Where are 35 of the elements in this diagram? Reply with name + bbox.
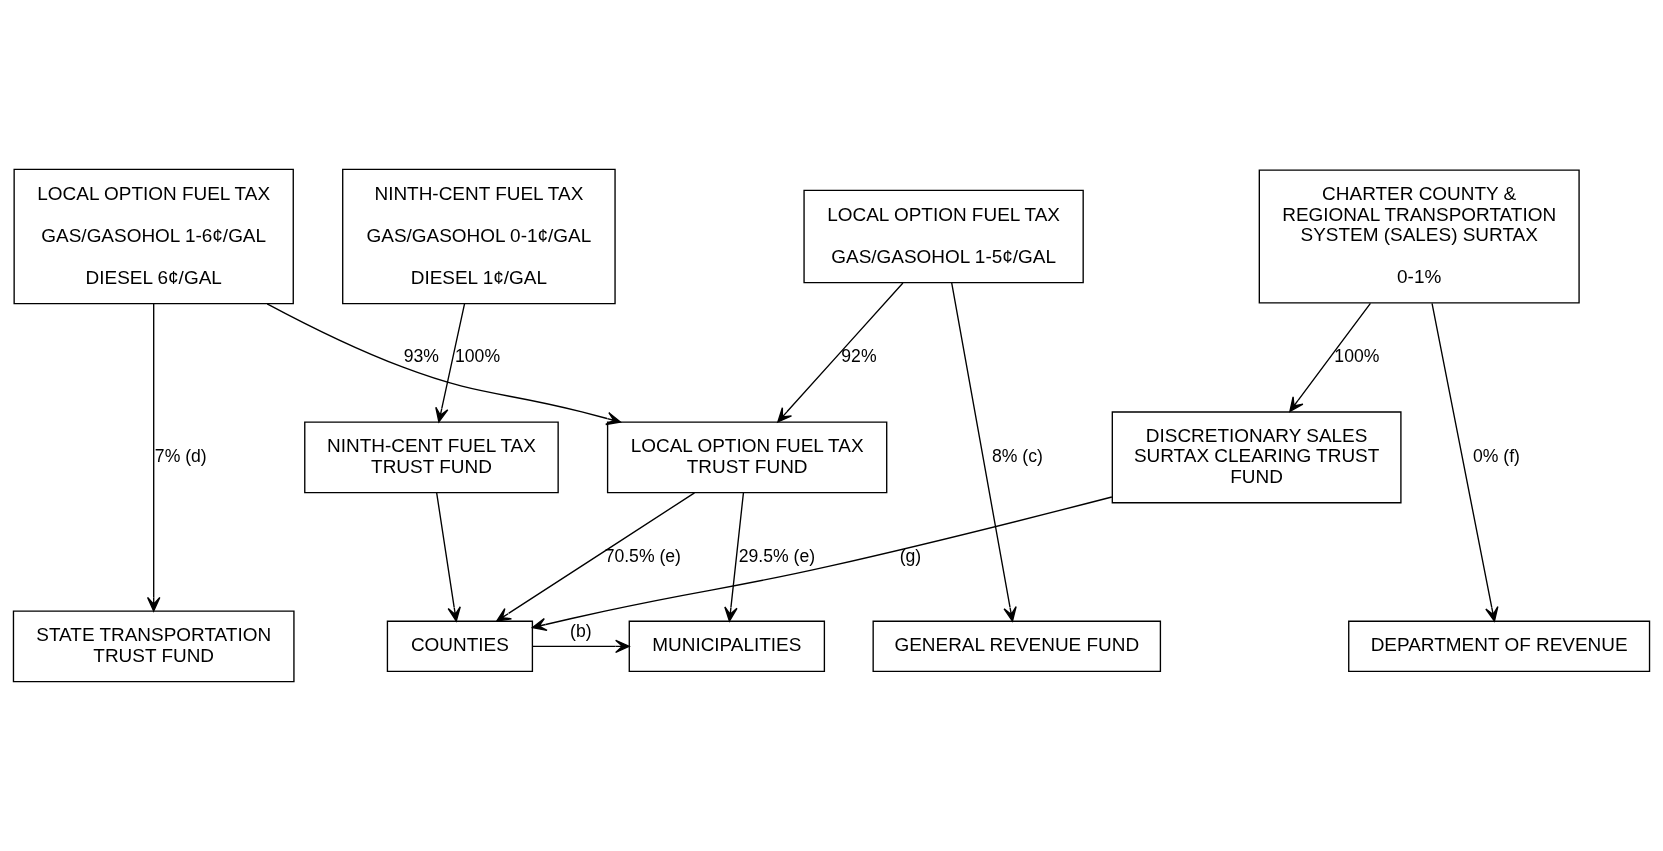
arrow	[950, 281, 1017, 622]
node-box: STATE TRANSPORTATION TRUST FUND	[12, 610, 295, 683]
node-box: NINTH-CENT FUEL TAX GAS/GASOHOL 0-1¢/GAL DIESEL 1¢/GAL	[342, 168, 616, 305]
arrow	[435, 303, 466, 423]
edge-label: 29.5% (e)	[738, 545, 816, 566]
arrow	[1289, 302, 1372, 412]
edge-label: 100%	[455, 346, 501, 367]
node-box: LOCAL OPTION FUEL TAX TRUST FUND	[606, 421, 888, 494]
node-box: DISCRETIONARY SALES SURTAX CLEARING TRUST FUND	[1111, 411, 1402, 504]
node-box: CHARTER COUNTY & REGIONAL TRANSPORTATION SYSTEM (SALES) SURTAX 0-1%	[1258, 169, 1580, 304]
arrow	[777, 282, 904, 423]
edge-label: 8% (c)	[992, 445, 1043, 466]
edge-label: 70.5% (e)	[604, 545, 682, 566]
node-box: COUNTIES	[386, 620, 534, 673]
edge-label: (g)	[899, 545, 922, 566]
node-box: DEPARTMENT OF REVENUE	[1348, 620, 1651, 673]
arrow	[146, 303, 161, 612]
edge-label: 7% (d)	[154, 445, 207, 466]
arrow	[724, 492, 745, 622]
arrow	[1431, 302, 1499, 622]
node-box: NINTH-CENT FUEL TAX TRUST FUND	[304, 421, 559, 494]
node-box: LOCAL OPTION FUEL TAX GAS/GASOHOL 1-5¢/GAL	[803, 189, 1084, 284]
node-box: GENERAL REVENUE FUND	[872, 620, 1162, 673]
edge-label: 0% (f)	[1472, 445, 1520, 466]
arrow	[531, 639, 630, 654]
node-box: LOCAL OPTION FUEL TAX GAS/GASOHOL 1-6¢/GAL DIESEL 6¢/GAL	[13, 168, 294, 305]
arrow	[266, 303, 622, 426]
edge-label: (b)	[570, 621, 592, 642]
edge-label: 100%	[1334, 346, 1380, 367]
edge-label: 93%	[403, 346, 439, 367]
arrow	[436, 492, 461, 622]
arrow	[531, 496, 1113, 632]
edge-label: 92%	[841, 346, 877, 367]
node-box: MUNICIPALITIES	[628, 620, 826, 673]
arrow	[496, 492, 696, 622]
